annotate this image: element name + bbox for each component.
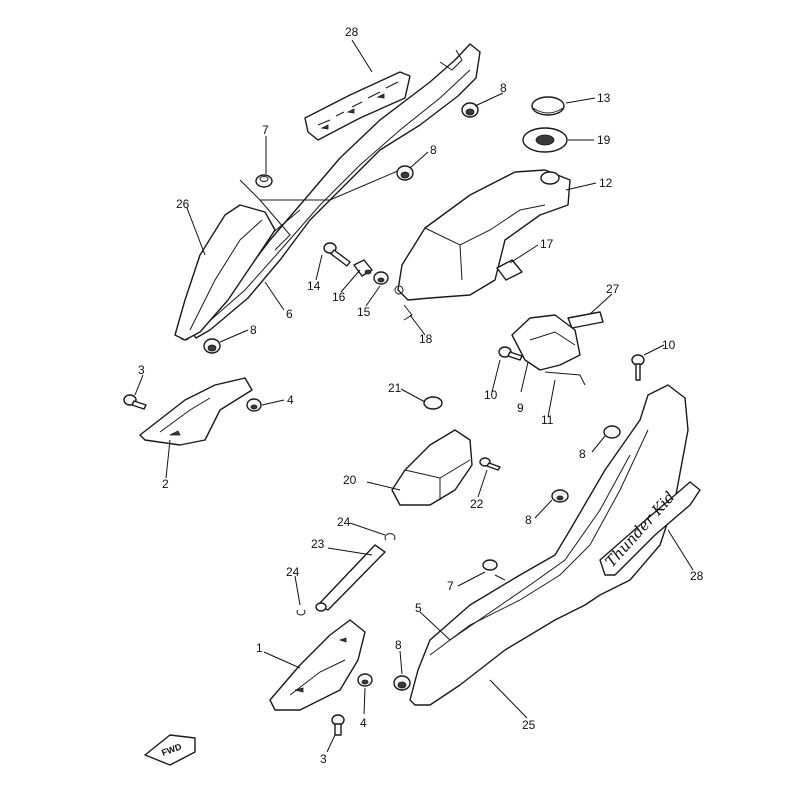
callout-21: 21 — [388, 381, 402, 395]
label-17 — [496, 259, 523, 281]
callout-19: 19 — [597, 133, 611, 147]
bolt-14 — [323, 242, 351, 267]
damper-15 — [373, 271, 389, 285]
side-cover-26 — [174, 204, 276, 341]
callout-7-top: 7 — [262, 123, 269, 137]
callout-3-bottom: 3 — [320, 752, 327, 766]
grommet-7-top — [255, 174, 273, 188]
callout-17: 17 — [540, 237, 554, 251]
side-cover-25 — [409, 384, 689, 706]
callout-28-top: 28 — [345, 25, 359, 39]
leader-lines — [134, 39, 694, 753]
bracket-1 — [269, 619, 366, 711]
clip-18 — [403, 304, 413, 321]
damper-4-bottom — [357, 673, 373, 687]
damper-8-low — [203, 338, 221, 354]
callout-16: 16 — [332, 290, 346, 304]
cover-9 — [511, 314, 581, 371]
damper-4-top — [246, 398, 262, 412]
oil-tank-12 — [394, 169, 571, 301]
bolt-3-top — [123, 394, 147, 410]
clamp-24-top — [384, 533, 396, 541]
callout-13: 13 — [597, 91, 611, 105]
callout-22: 22 — [470, 497, 484, 511]
bolt-10-left — [498, 346, 523, 361]
damper-8-bottom — [393, 675, 411, 691]
callout-25: 25 — [522, 718, 536, 732]
callout-8-e: 8 — [525, 513, 532, 527]
callout-8-c: 8 — [250, 323, 257, 337]
callout-20: 20 — [343, 473, 357, 487]
callout-8-d: 8 — [579, 447, 586, 461]
cap-13 — [531, 96, 565, 116]
callout-15: 15 — [357, 305, 371, 319]
callout-11: 11 — [541, 413, 554, 427]
bolt-22 — [479, 457, 501, 471]
bolt-3-bottom — [331, 714, 345, 736]
callout-4-bottom: 4 — [360, 716, 367, 730]
damper-8-top — [461, 102, 479, 118]
callout-8-a: 8 — [500, 81, 507, 95]
callout-27: 27 — [606, 282, 620, 296]
bolt-10-right — [631, 354, 645, 381]
clip-11 — [544, 371, 586, 386]
callout-4-top: 4 — [287, 393, 294, 407]
callout-labels: 28 8 13 19 7 8 12 26 17 14 16 15 6 27 8 … — [138, 25, 704, 766]
damper-8-right-upper — [603, 425, 621, 439]
callout-24-bottom: 24 — [286, 565, 300, 579]
callout-14: 14 — [307, 279, 321, 293]
battery-box-20 — [391, 429, 473, 506]
bracket-6 — [239, 169, 401, 251]
collar-16 — [353, 259, 373, 277]
callout-9: 9 — [517, 401, 524, 415]
callout-1: 1 — [256, 641, 263, 655]
callout-10-right: 10 — [662, 338, 676, 352]
clamp-24-bottom — [296, 609, 306, 616]
damper-8-right-mid — [551, 489, 569, 503]
callout-28-right: 28 — [690, 569, 704, 583]
callout-24-top: 24 — [337, 515, 351, 529]
callout-8-f: 8 — [395, 638, 402, 652]
damper-8-mid — [396, 165, 414, 181]
bracket-2 — [139, 377, 253, 446]
callout-3-top: 3 — [138, 363, 145, 377]
emblem-badge-28-top — [304, 71, 411, 141]
callout-6: 6 — [286, 307, 293, 321]
callout-5: 5 — [415, 601, 422, 615]
callout-2: 2 — [162, 477, 169, 491]
grommet-21 — [423, 396, 443, 410]
callout-18: 18 — [419, 332, 433, 346]
grommet-7-right — [482, 559, 506, 581]
callout-7-right: 7 — [447, 579, 454, 593]
fwd-arrow: FWD — [144, 734, 196, 766]
callout-12: 12 — [599, 176, 613, 190]
callout-26: 26 — [176, 197, 190, 211]
callout-23: 23 — [311, 537, 325, 551]
plate-27 — [567, 311, 604, 329]
ring-19 — [522, 127, 568, 153]
callout-10-left: 10 — [484, 388, 498, 402]
hose-23 — [315, 544, 386, 612]
callout-8-b: 8 — [430, 143, 437, 157]
